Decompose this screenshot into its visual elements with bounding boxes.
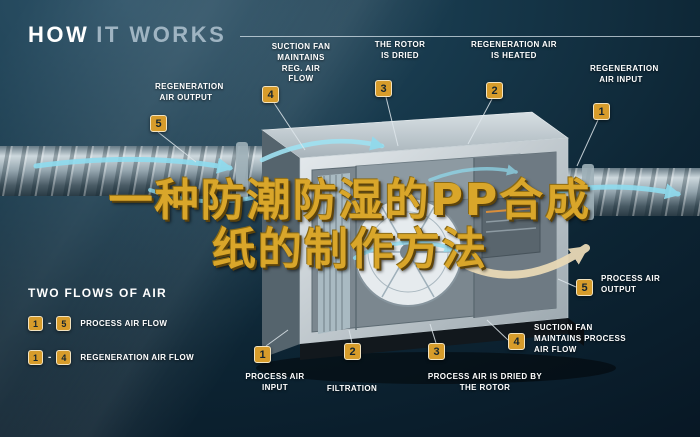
callout-process-air-dried-badge: 3 xyxy=(428,343,445,360)
overlay-title-line1: 一种防潮防湿的PP合成 xyxy=(108,175,592,226)
overlay-title: 一种防潮防湿的PP合成 纸的制作方法 xyxy=(0,176,700,275)
legend-process-dash: - xyxy=(48,318,52,329)
legend-regeneration-start-badge: 1 xyxy=(28,350,43,365)
callout-regeneration-air-output-badge: 5 xyxy=(150,115,167,132)
callout-process-air-dried-label: PROCESS AIR IS DRIED BY THE ROTOR xyxy=(427,372,543,392)
callout-filtration-label: FILTRATION xyxy=(326,384,378,393)
callout-connector-lines xyxy=(157,96,599,347)
callout-process-air-output-label: PROCESS AIR OUTPUT xyxy=(601,274,661,294)
callout-regeneration-air-heated-badge: 2 xyxy=(486,82,503,99)
callout-suction-fan-process-badge: 4 xyxy=(508,333,525,350)
dehumidifier-unit xyxy=(256,111,616,384)
legend-regeneration-end-badge: 4 xyxy=(56,350,72,365)
overlay-title-line2: 纸的制作方法 xyxy=(212,224,488,276)
callout-process-air-input-label: PROCESS AIR INPUT xyxy=(245,372,305,392)
callout-suction-fan-process-label: SUCTION FAN MAINTAINS PROCESS AIR FLOW xyxy=(534,323,626,354)
legend-row-regeneration: 1 - 4 REGENERATION AIR FLOW xyxy=(28,350,194,365)
legend-process-label: PROCESS AIR FLOW xyxy=(80,319,168,328)
callout-filtration-badge: 2 xyxy=(344,343,361,360)
process-duct-right xyxy=(552,164,700,220)
callout-regeneration-air-heated-label: REGENERATION AIR IS HEATED xyxy=(471,40,557,60)
page-title-primary: HOW xyxy=(28,22,90,47)
legend-row-process: 1 - 5 PROCESS AIR FLOW xyxy=(28,316,167,331)
callout-suction-fan-reg-badge: 4 xyxy=(262,86,279,103)
callout-rotor-is-dried-badge: 3 xyxy=(375,80,392,97)
callout-suction-fan-reg-label: SUCTION FAN MAINTAINS REG. AIR FLOW xyxy=(271,42,331,84)
legend-process-start-badge: 1 xyxy=(28,316,43,331)
legend-regeneration-label: REGENERATION AIR FLOW xyxy=(80,353,195,362)
legend-regeneration-dash: - xyxy=(48,352,52,363)
legend-process-end-badge: 5 xyxy=(56,316,72,331)
callout-process-air-input-badge: 1 xyxy=(254,346,271,363)
title-rule xyxy=(240,36,700,37)
callout-rotor-is-dried-label: THE ROTOR IS DRIED xyxy=(374,40,426,60)
legend-heading: TWO FLOWS OF AIR xyxy=(28,286,168,300)
callout-regeneration-air-input-badge: 1 xyxy=(593,103,610,120)
callout-regeneration-air-input-label: REGENERATION AIR INPUT xyxy=(590,64,659,84)
airflow-arrows xyxy=(33,136,682,279)
page-title-secondary: IT WORKS xyxy=(96,22,227,47)
callout-process-air-output-badge: 5 xyxy=(576,279,593,296)
callout-regeneration-air-output-label: REGENERATION AIR OUTPUT xyxy=(155,82,224,102)
